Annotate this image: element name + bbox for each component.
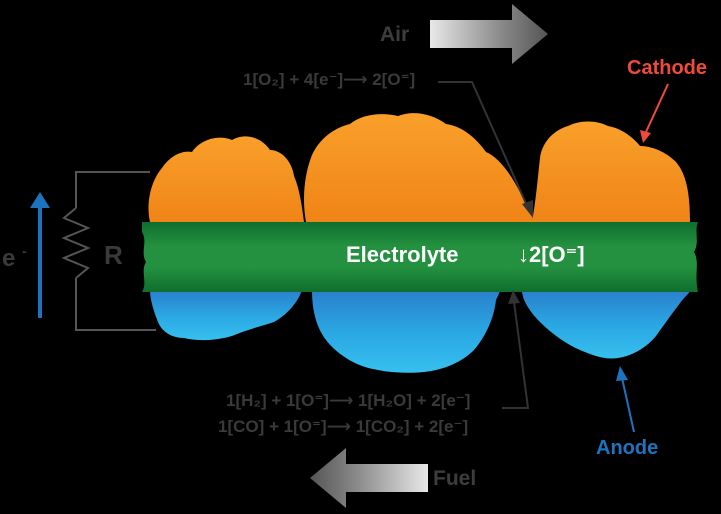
cathode-label-pointer xyxy=(640,83,669,143)
electrolyte-band xyxy=(142,222,698,292)
electrolyte-layer xyxy=(142,222,698,292)
electron-label: e - xyxy=(2,243,27,272)
cathode-reaction-equation: 1[O₂] + 4[e⁻]⟶ 2[O⁼] xyxy=(243,70,415,89)
resistor-zigzag xyxy=(61,207,91,279)
electrolyte-label: Electrolyte xyxy=(346,242,459,267)
cathode-grain-right xyxy=(532,121,690,222)
air-label: Air xyxy=(380,23,409,46)
electron-flow-arrow xyxy=(30,192,50,318)
cathode-grain-left xyxy=(148,136,304,222)
anode-label-head xyxy=(616,366,628,381)
cathode-label-line xyxy=(645,83,669,133)
air-arrow-shape xyxy=(430,4,548,64)
fuel-label: Fuel xyxy=(433,467,476,490)
circuit-wire-top xyxy=(75,171,150,208)
anode-label: Anode xyxy=(596,437,658,459)
cathode-pointer-line xyxy=(438,81,529,209)
fuel-arrow xyxy=(310,448,428,508)
anode-grain-middle xyxy=(312,290,500,373)
anode-reaction-co-equation: 1[CO] + 1[O⁼]⟶ 1[CO₂] + 2[e⁻] xyxy=(218,417,468,436)
resistor-label: R xyxy=(104,240,123,270)
circuit-wire-bottom xyxy=(75,278,156,331)
cathode-label: Cathode xyxy=(627,57,707,79)
fuel-arrow-shape xyxy=(310,448,428,508)
air-arrow xyxy=(430,4,548,64)
oxide-ion-flow-label: ↓2[O⁼] xyxy=(518,242,585,267)
cathode-reaction-pointer xyxy=(438,81,533,218)
anode-label-pointer xyxy=(616,366,635,433)
anode-pointer-head xyxy=(508,290,520,304)
anode-grain-left xyxy=(150,290,302,341)
cathode-layer xyxy=(148,113,690,222)
cathode-label-head xyxy=(640,130,651,143)
electron-arrow-head xyxy=(30,192,50,208)
anode-label-line xyxy=(621,377,635,433)
cathode-pointer-head xyxy=(522,200,533,218)
anode-pointer-line xyxy=(502,301,530,409)
anode-reaction-pointer xyxy=(502,290,530,409)
electron-label-sup: - xyxy=(22,243,27,259)
electron-label-base: e xyxy=(2,245,15,272)
cathode-grain-middle xyxy=(304,113,534,222)
anode-reaction-h2-equation: 1[H₂] + 1[O⁼]⟶ 1[H₂O] + 2[e⁻] xyxy=(226,391,470,410)
anode-layer xyxy=(150,290,690,373)
anode-grain-right xyxy=(522,290,690,359)
external-circuit xyxy=(61,171,156,331)
